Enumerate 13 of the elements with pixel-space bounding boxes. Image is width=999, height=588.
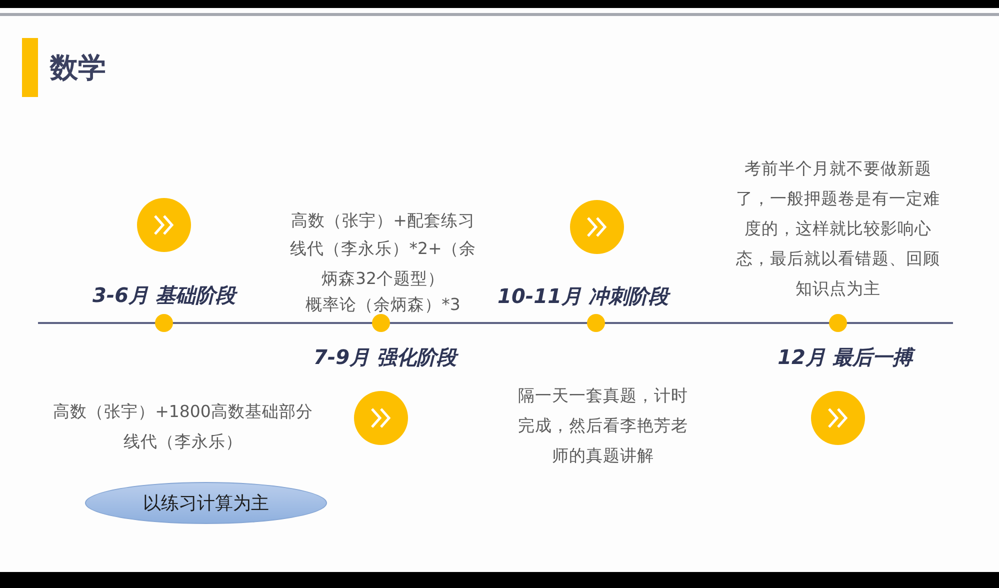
stage-heading: 10-11月 冲刺阶段: [496, 283, 672, 310]
description-text: 线代（李永乐）*2+（余炳森32个题型）: [289, 238, 477, 290]
description-text: 高数（张宇）+1800高数基础部分: [52, 401, 314, 423]
stage-heading: 12月 最后一搏: [745, 342, 945, 372]
description-text: 线代（李永乐）: [122, 431, 244, 453]
description-text: 高数（张宇）+配套练习: [290, 210, 476, 232]
description-text: 考前半个月就不要做新题了，一般押题卷是有一定难度的，这样就比较影响心态，最后就以看错题、回顾知识点为主: [735, 158, 941, 300]
oval-callout: 以练习计算为主: [85, 482, 327, 524]
stage-heading: 3-6月 基础阶段: [91, 282, 238, 309]
title: 数学: [50, 50, 106, 86]
description-text: 隔一天一套真题，计时完成，然后看李艳芳老师的真题讲解: [517, 385, 689, 467]
description-text: 概率论（余炳森）*3: [304, 294, 462, 316]
stage-heading: 7-9月 强化阶段: [312, 344, 460, 371]
